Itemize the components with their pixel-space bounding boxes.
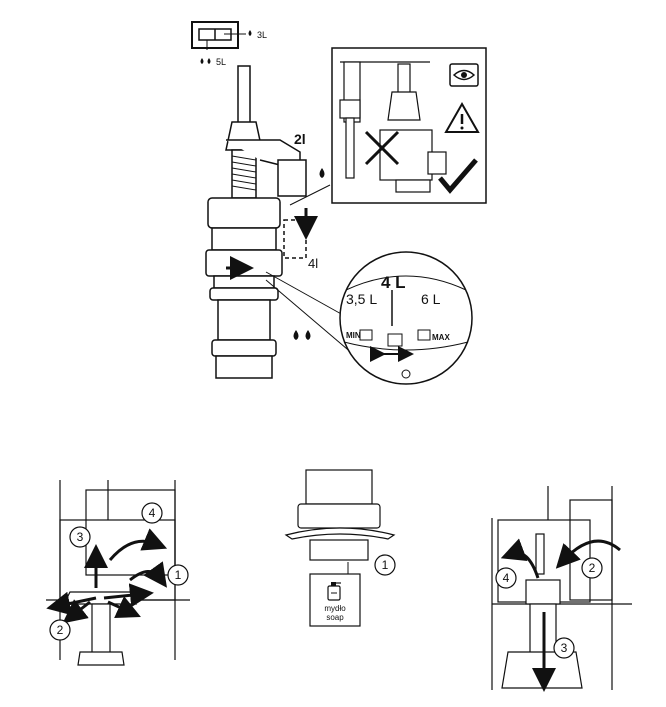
soap-bottle-icon [327,582,341,601]
svg-text:4: 4 [503,571,510,585]
soap-box: mydło soap [309,573,361,627]
zoom-label-min: MIN [346,331,361,340]
step-badge-left-1: 1 [167,564,189,586]
soap-label-pl: mydło [324,604,346,613]
volume-zoom-circle [265,251,473,385]
step-panel-center [284,469,396,561]
flush-valve-illustration [205,65,307,379]
svg-text:2: 2 [57,623,64,637]
flush-large-label: 5L [216,57,226,67]
svg-text:2: 2 [589,561,596,575]
flush-small-label: 3L [257,30,267,40]
label-2l: 2l [294,131,306,147]
step-badge-right-3: 3 [553,637,575,659]
drop-double-icon [200,58,211,64]
soap-label-en: soap [326,613,344,622]
step-badge-left-2: 2 [49,619,71,641]
svg-text:3: 3 [77,530,84,544]
label-4l: 4l [308,256,318,271]
drop-icon-double [293,330,311,340]
step-badge-right-4: 4 [495,567,517,589]
step-badge-right-2: 2 [581,557,603,579]
step-badge-left-4: 4 [141,502,163,524]
zoom-label-max: MAX [432,333,450,342]
zoom-label-4: 4 L [381,273,406,292]
leader-line [289,184,331,206]
step-arrows-right [500,538,621,692]
svg-text:1: 1 [382,558,389,572]
step-badge-left-3: 3 [69,526,91,548]
svg-text:4: 4 [149,506,156,520]
step-badge-center-1: 1 [374,554,396,576]
step-panel-right [491,486,632,690]
zoom-label-6: 6 L [421,291,441,307]
svg-text:3: 3 [561,641,568,655]
eye-icon [449,63,479,87]
warning-icon [444,101,480,133]
drop-small-icon [248,30,252,36]
flush-button-icon [191,21,246,50]
zoom-label-3-5: 3,5 L [346,291,377,307]
drop-icon-single [319,168,325,178]
svg-text:1: 1 [175,568,182,582]
step-arrows-left [46,528,168,624]
